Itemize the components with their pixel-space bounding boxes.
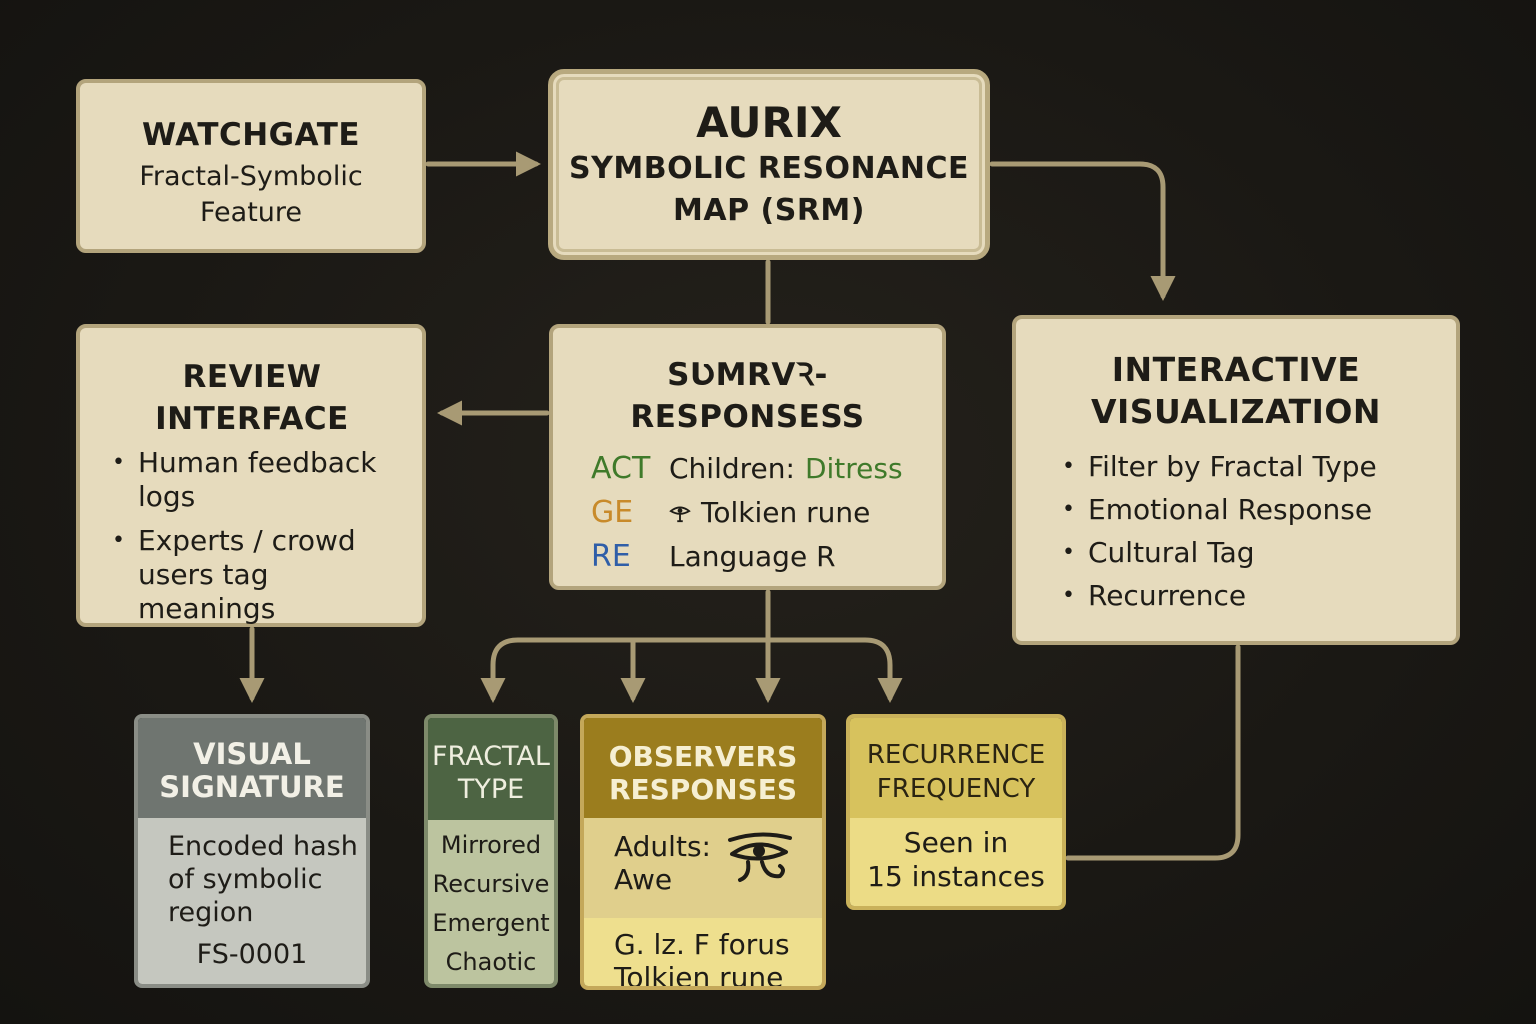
fractal-type-item: Recursive [432,870,550,898]
recurrence-frequency-body: Seen in 15 instances [850,818,1062,906]
observers-bot-line2: Tolkien rune [614,961,784,990]
observers-mid-line2: Awe [614,863,673,896]
review-interface-box: REVIEW INTERFACE Human feedback logs Exp… [76,324,426,627]
recurrence-title-line1: RECURRENCE [866,740,1046,770]
interactive-visualization-box: INTERACTIVE VISUALIZATION Filter by Frac… [1012,315,1460,645]
interactive-title-line2: VISUALIZATION [1090,392,1382,431]
review-bullet-line: Human feedback [138,446,377,479]
recurrence-text-line2: 15 instances [867,860,1045,893]
watchgate-subtitle-line2: Feature [199,197,303,228]
review-bullet-line: users tag meanings [138,558,276,625]
visual-signature-card: VISUAL SIGNATURE Encoded hash of symboli… [134,714,370,988]
recurrence-frequency-header: RECURRENCE FREQUENCY [850,718,1062,818]
visual-text-line: of symbolic [168,864,323,895]
review-bullet: Experts / crowd users tag meanings [110,524,408,626]
arrow-aurix-to-interactive [989,161,1176,301]
response-row: ACT Children: Ditress [591,446,942,490]
arrow-branch-fractal [480,637,771,703]
fractal-type-item: Emergent [432,909,550,937]
recurrence-text-line1: Seen in [903,826,1009,859]
fractal-type-body: Mirrored Recursive Emergent Chaotic [428,820,554,984]
recurrence-frequency-card: RECURRENCE FREQUENCY Seen in 15 instance… [846,714,1066,910]
eye-of-horus-icon [728,832,792,882]
review-bullet: Human feedback logs [110,446,408,514]
observers-responses-header: OBSERVERS RESPONSES [584,718,822,818]
fractal-type-item: Mirrored [440,831,542,859]
observers-adults-section: Adults: Awe [584,818,822,918]
fractal-title-line2: TYPE [457,774,525,805]
interactive-title-line1: INTERACTIVE [1111,350,1361,389]
aurix-title: AURIX [696,98,842,147]
visual-text-line: Encoded hash [168,831,358,862]
review-bullet-list: Human feedback logs Experts / crowd user… [110,446,408,626]
response-row: GE Tolkien rune [591,490,942,534]
visual-title-line2: SIGNATURE [159,770,345,804]
fractal-type-card: FRACTAL TYPE Mirrored Recursive Emergent… [424,714,558,988]
observers-rune-section: G. lz. F forus Tolkien rune [584,918,822,986]
watchgate-subtitle-line1: Fractal-Symbolic [139,161,363,192]
fractal-type-item: Chaotic [445,948,537,976]
response-code: ACT [591,450,651,486]
interactive-bullet: Recurrence [1060,574,1442,617]
review-title-line2: INTERFACE [155,401,349,437]
responses-box: SƲMRVꝚ- RESPONSESS ACT Children: Ditress… [549,324,946,590]
response-code: RE [591,538,631,574]
review-bullet-line: Experts / crowd [138,524,356,557]
fractal-type-header: FRACTAL TYPE [428,718,554,820]
visual-signature-body: Encoded hash of symbolic region FS-0001 [138,818,366,984]
interactive-bullet: Emotional Response [1060,488,1442,531]
responses-rows: ACT Children: Ditress GE Tolkien rune RE… [591,446,942,578]
fractal-title-line1: FRACTAL [432,741,550,772]
visual-title-line1: VISUAL [193,737,311,771]
response-value: Ditress [804,451,903,485]
response-label: Children: [669,451,795,485]
responses-title-line2: RESPONSESS [630,399,865,435]
observers-title-line1: OBSERVERS [608,740,798,773]
aurix-box: AURIX SYMBOLIC RESONANCE MAP (SRM) [548,69,990,260]
recurrence-title-line2: FREQUENCY [876,774,1036,804]
interactive-bullet-list: Filter by Fractal Type Emotional Respons… [1060,445,1442,617]
aurix-subtitle-line2: MAP (SRM) [673,193,865,228]
response-code: GE [591,494,634,530]
observers-title-line2: RESPONSES [608,773,798,806]
visual-signature-header: VISUAL SIGNATURE [138,718,366,818]
visual-signature-code: FS-0001 [196,939,308,970]
aurix-subtitle-line1: SYMBOLIC RESONANCE [569,151,969,186]
arrow-branch-recurrence [765,637,903,703]
visual-text-line: region [168,897,254,928]
watchgate-title: WATCHGATE [141,117,361,153]
response-label: Language R [669,539,836,573]
eye-rune-icon [669,506,691,523]
line-interactive-to-recurrence [1065,644,1241,861]
responses-title-line1: SƲMRVꝚ- [667,357,828,393]
response-row: RE Language R [591,534,942,578]
interactive-bullet: Filter by Fractal Type [1060,445,1442,488]
review-bullet-line: logs [138,480,196,513]
observers-mid-line1: Adults: [614,830,711,863]
interactive-bullet: Cultural Tag [1060,531,1442,574]
observers-responses-card: OBSERVERS RESPONSES Adults: Awe G. lz. F… [580,714,826,990]
review-title-line1: REVIEW [182,359,322,395]
response-label: Tolkien rune [701,495,871,529]
observers-bot-line1: G. lz. F forus [614,928,790,961]
watchgate-box: WATCHGATE Fractal-Symbolic Feature [76,79,426,253]
